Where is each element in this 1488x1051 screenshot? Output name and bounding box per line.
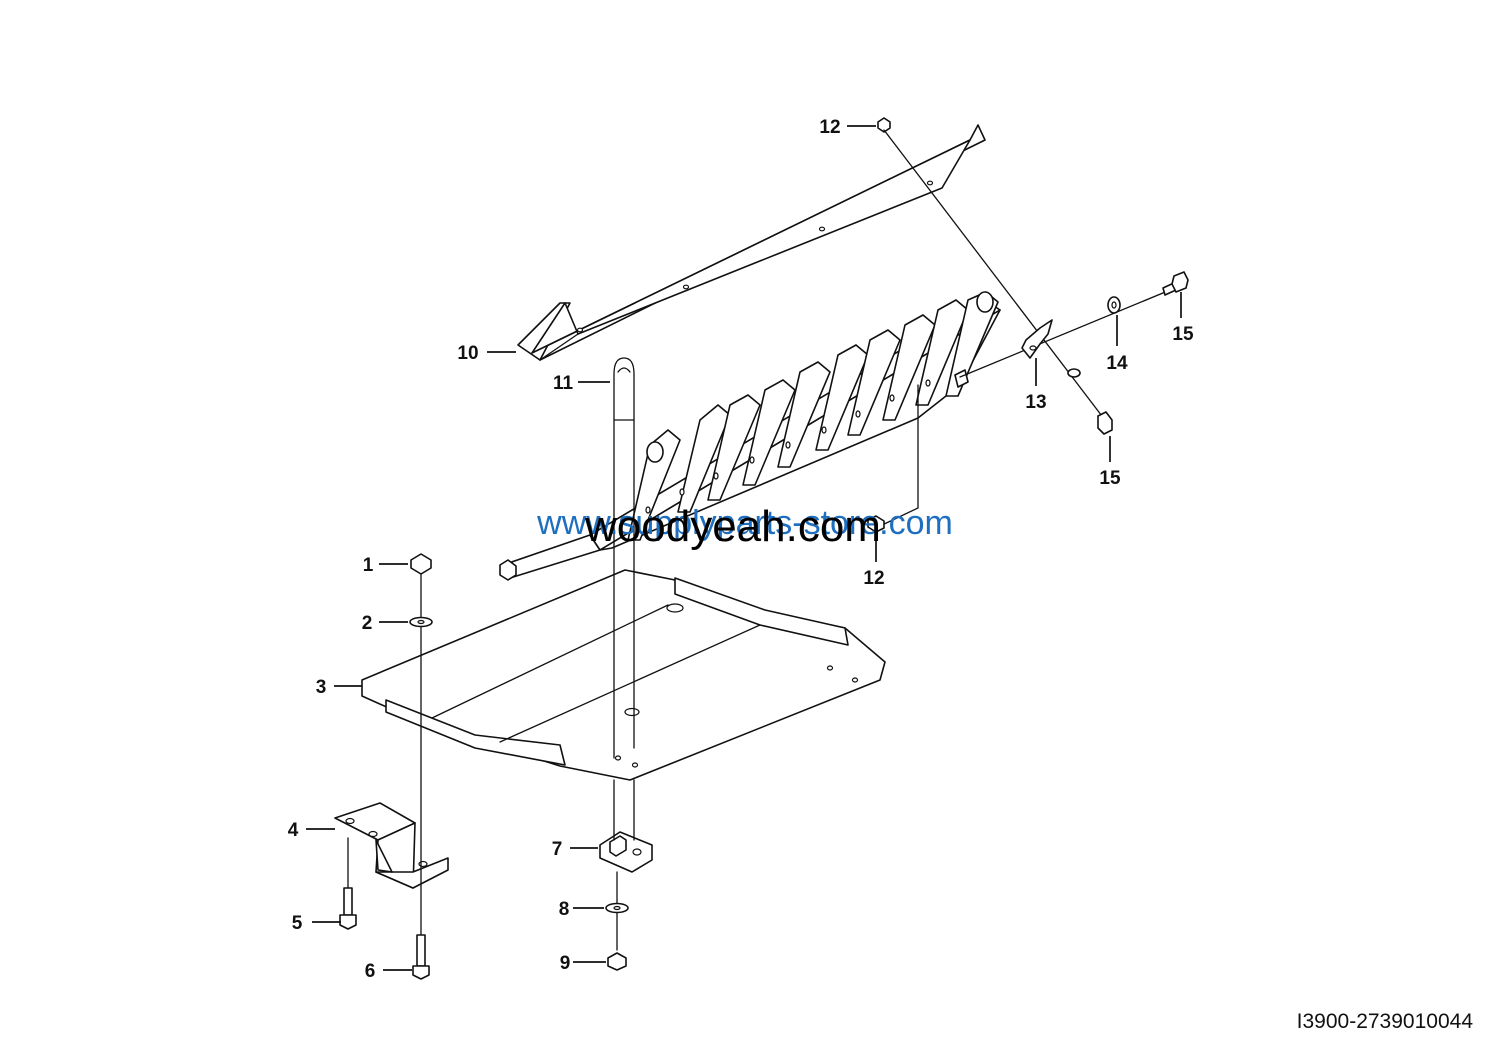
callout-4: 4 <box>288 820 299 841</box>
part-12-nut-lower <box>867 515 885 533</box>
part-12-nut-top <box>877 117 891 133</box>
watermark-black: woodyeah.com <box>584 502 881 551</box>
callout-3: 3 <box>316 677 327 698</box>
part-10-rail <box>517 124 986 361</box>
callout-9: 9 <box>560 953 571 974</box>
callout-12-top: 12 <box>819 117 840 138</box>
callout-8: 8 <box>559 899 570 920</box>
callout-15-upper: 15 <box>1172 324 1194 345</box>
part-7-clamp <box>599 831 653 873</box>
callout-1: 1 <box>363 555 374 576</box>
part-6-bolt <box>416 934 426 967</box>
part-9-nut <box>607 952 627 971</box>
leader-lines <box>306 125 1182 971</box>
callout-12-lower: 12 <box>863 568 884 589</box>
fasteners-right <box>867 117 1189 533</box>
callout-10: 10 <box>457 343 478 364</box>
fasteners-left <box>339 553 629 980</box>
reference-code: I3900-2739010044 <box>1296 1010 1473 1033</box>
watermark-blue: www.supplyparts-store.com <box>536 504 953 542</box>
part-15-bolt-lower <box>1097 411 1113 435</box>
callout-2: 2 <box>362 613 373 634</box>
part-1-nut <box>410 553 432 575</box>
part-11-u-bolt <box>613 357 635 841</box>
callout-14: 14 <box>1106 353 1128 374</box>
tube-bank-assembly <box>499 291 1001 581</box>
callout-6: 6 <box>365 961 376 982</box>
part-5-bolt <box>343 887 353 916</box>
part-3-base-tray <box>361 569 886 781</box>
callout-labels: 12 10 11 1 2 3 4 5 6 7 8 9 12 13 14 15 1… <box>288 117 1194 982</box>
callout-7: 7 <box>552 839 563 860</box>
callout-11: 11 <box>553 373 574 394</box>
part-13-clip <box>1021 319 1053 359</box>
callout-5: 5 <box>292 913 303 934</box>
callout-15-lower: 15 <box>1099 468 1121 489</box>
tube-fins <box>627 291 999 541</box>
part-4-bracket <box>334 802 449 889</box>
callout-13: 13 <box>1025 392 1046 413</box>
